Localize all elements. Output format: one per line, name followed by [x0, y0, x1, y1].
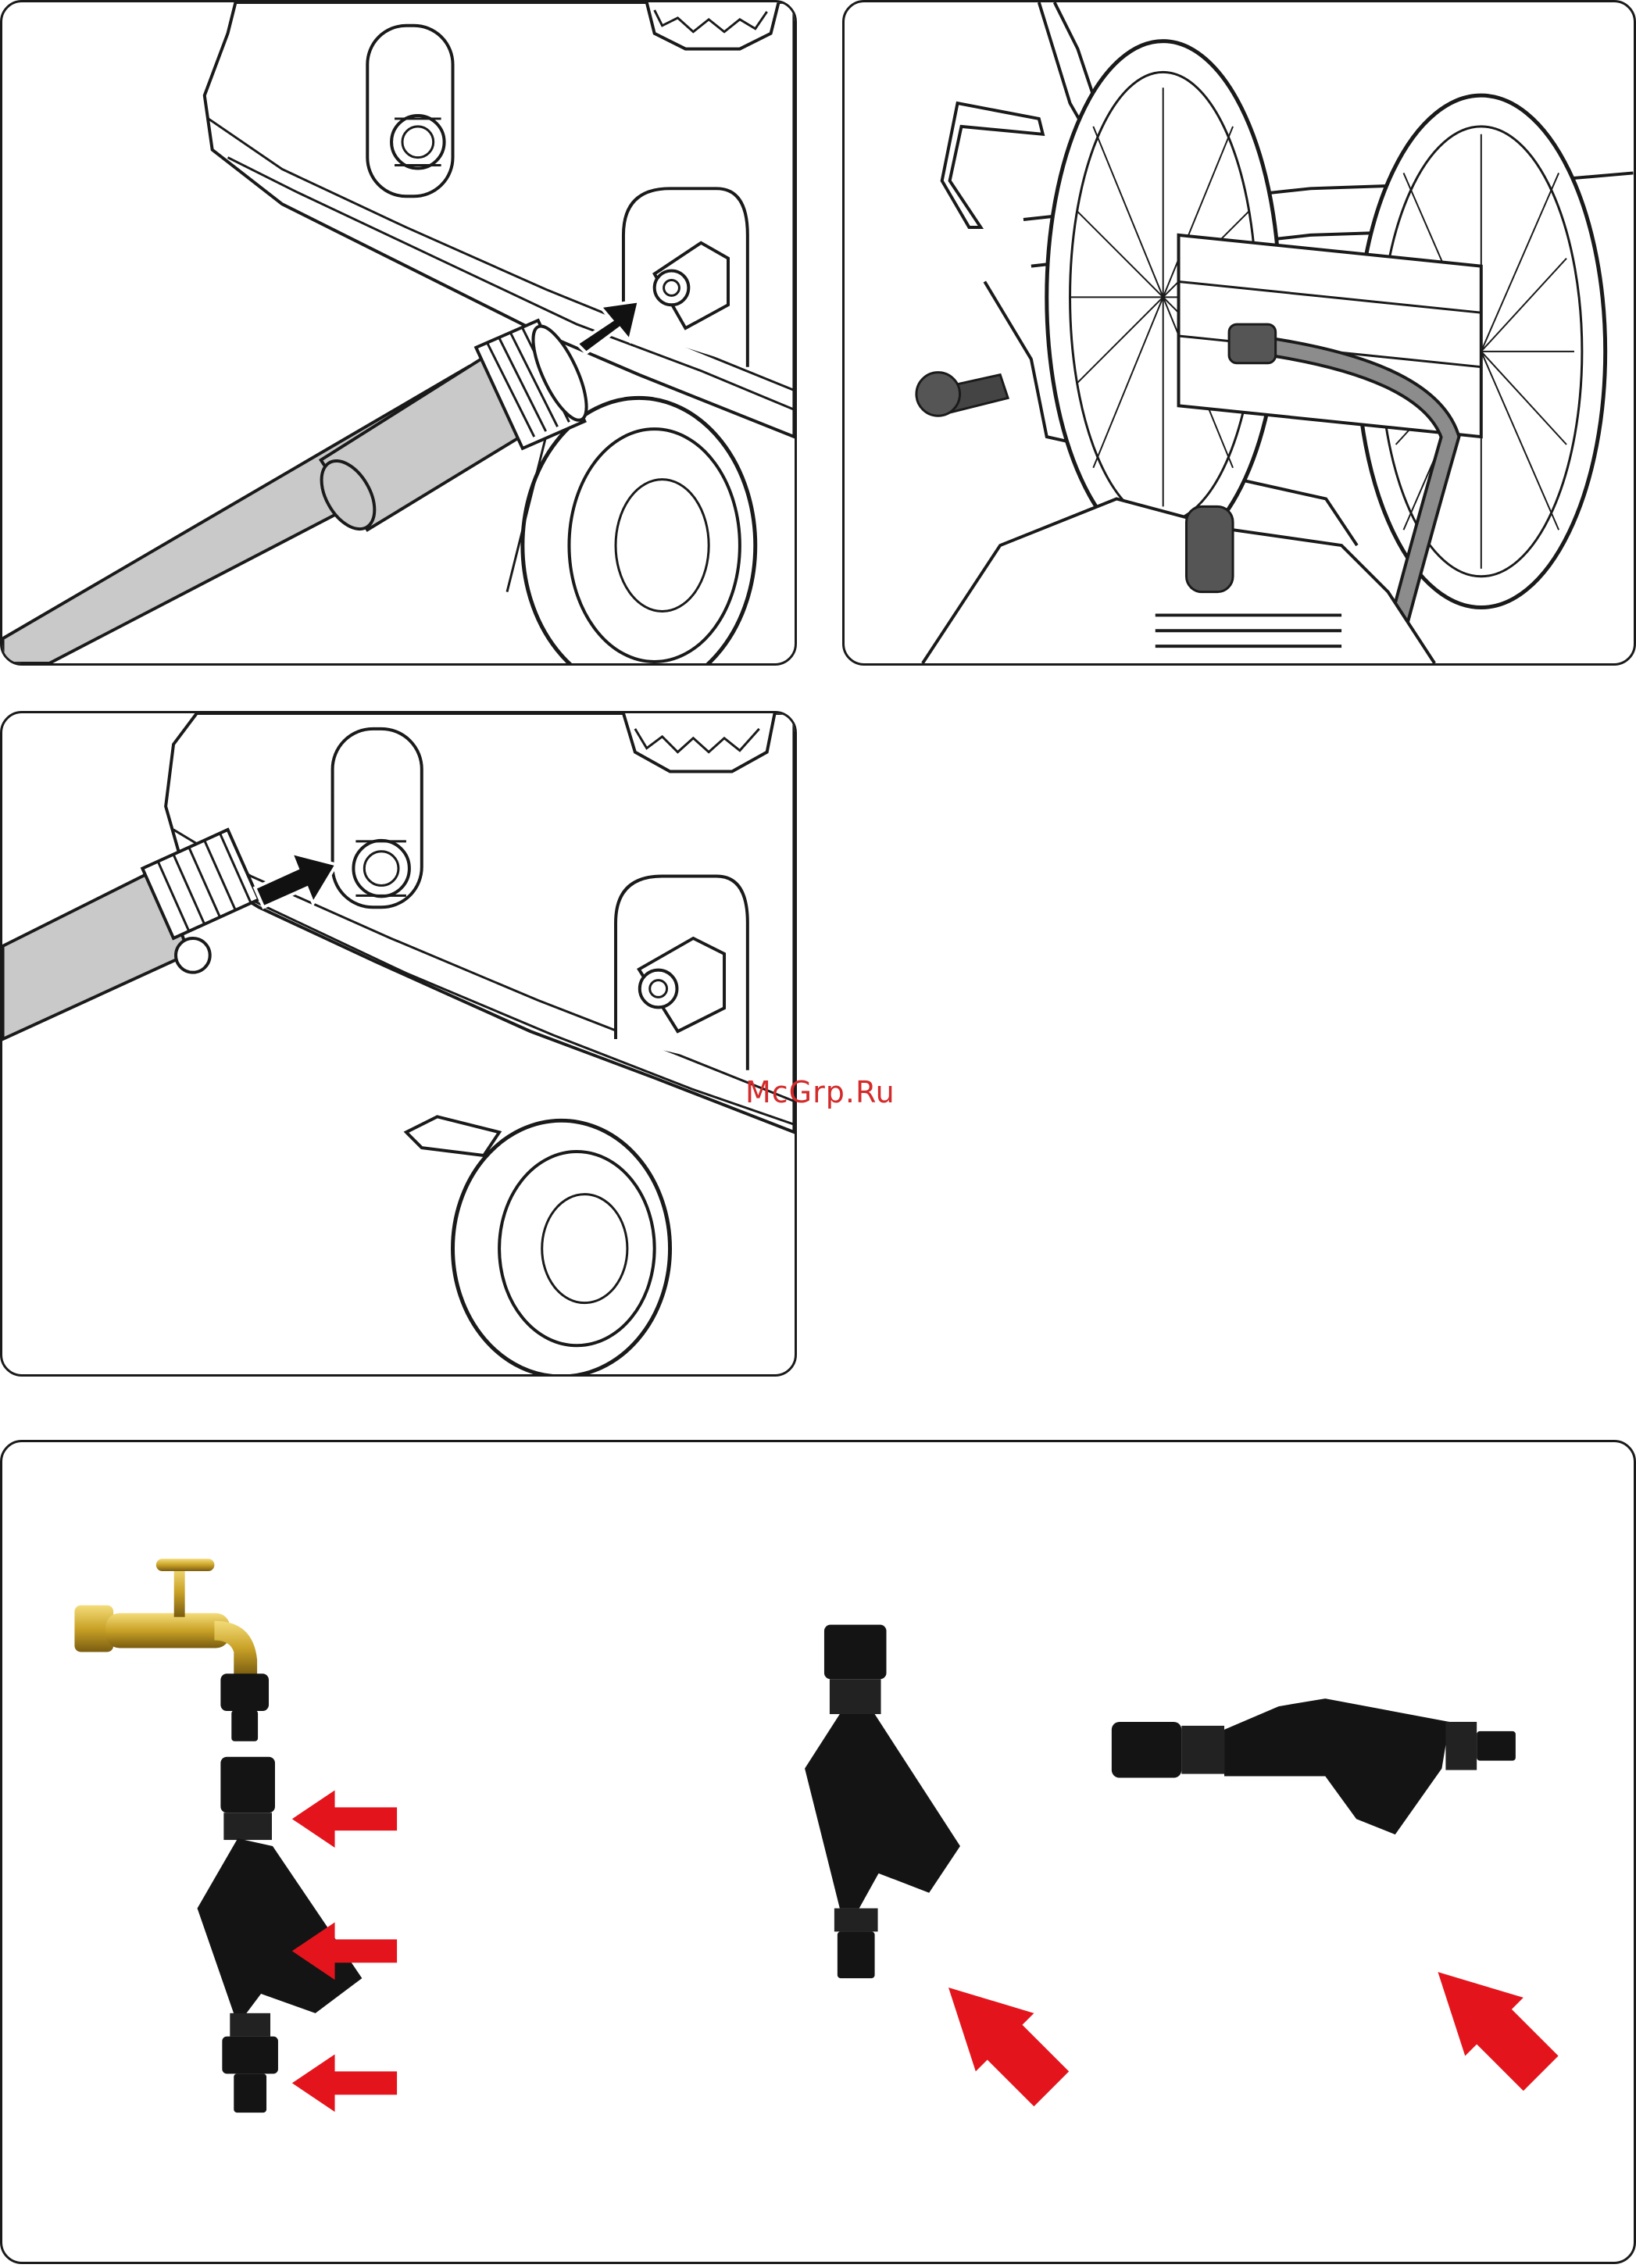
red-arrow-icon	[1438, 1972, 1558, 2091]
brass-tap-icon	[74, 1559, 257, 1675]
red-arrow-icon	[948, 1988, 1069, 2106]
figure-panel-hose-to-inlet	[0, 711, 797, 1377]
machine-hose-coupling-illustration	[2, 2, 795, 663]
watermark-text: McGrp.Ru	[745, 1075, 895, 1109]
hose-reel-illustration	[845, 2, 1634, 663]
inlet-filter-tilted	[805, 1625, 960, 1978]
inlet-filter-photo-sequence	[2, 1442, 1634, 2262]
red-arrow-icon	[292, 2055, 397, 2113]
figure-panel-hose-to-coupling	[0, 0, 797, 666]
figure-panel-inlet-filter	[0, 1440, 1636, 2264]
inlet-filter-horizontal	[1112, 1698, 1516, 1834]
red-arrow-icon	[292, 1790, 397, 1848]
machine-water-inlet-illustration	[2, 713, 795, 1374]
figure-panel-hose-reel	[842, 0, 1636, 666]
